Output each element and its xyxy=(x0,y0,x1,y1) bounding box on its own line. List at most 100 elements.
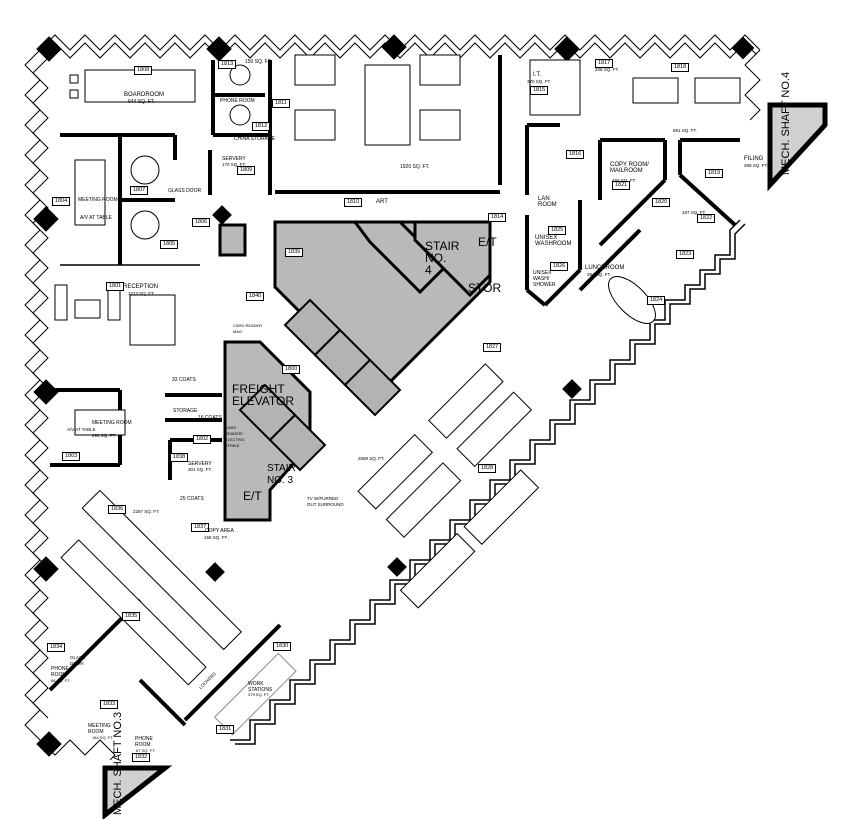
copy-area-label: COPY AREA xyxy=(205,528,234,534)
servery-1809-area: 170 SQ. FT. xyxy=(222,162,247,167)
room-tag-1828: 1828 xyxy=(478,464,497,473)
phone-1834-name: PHONE ROOM xyxy=(51,666,69,678)
lan-room-label: LAN ROOM xyxy=(538,196,557,208)
storage-label: STORAGE xyxy=(173,408,198,414)
meeting-1833-name: MEETING ROOM xyxy=(88,723,111,735)
room-tag-1838: 1838 xyxy=(170,453,189,462)
room-tag-1816: 1816 xyxy=(566,150,585,159)
room-tag-1815: 1815 xyxy=(530,86,549,95)
phone-1832-area: 67 SQ. FT. xyxy=(136,748,156,753)
room-tag-1827: 1827 xyxy=(483,343,502,352)
room-tag-1802: 1802 xyxy=(193,435,212,444)
boardroom-area: 644 SQ. FT. xyxy=(128,99,155,105)
reception-label: RECEPTION xyxy=(123,284,159,290)
building-core xyxy=(218,220,492,522)
copy-mailroom-label: COPY ROOM/ MAILROOM xyxy=(610,162,649,174)
structural-columns xyxy=(33,34,755,757)
open-1828-area: 2698 SQ. FT. xyxy=(358,456,385,461)
phone-1834-door: GLASS DOOR xyxy=(70,655,86,666)
meeting-1804-note: A/V AT TABLE xyxy=(80,215,112,221)
unisex-shower-label: UNISEX WASH/ SHOWER xyxy=(533,270,556,288)
open-1811-area: 1920 SQ. FT. xyxy=(400,164,430,170)
room-tag-1830: 1830 xyxy=(273,642,292,651)
room-tag-1812: 1812 xyxy=(252,122,271,131)
workstations-area: 379 SQ. FT. xyxy=(248,692,270,697)
room-tag-1835: 1835 xyxy=(122,612,141,621)
freight-elevator-label: FREIGHT ELEVATOR xyxy=(232,382,295,408)
room-tag-1832: 1832 xyxy=(132,753,151,762)
card-reader-strike: CARD READER/ ELECTRIC STRIKE xyxy=(225,425,245,448)
servery-1838-name: SERVERY xyxy=(188,461,212,467)
interior-walls xyxy=(48,55,740,727)
room-tag-1801: 1801 xyxy=(106,282,125,291)
room-tag-1811: 1811 xyxy=(272,99,290,108)
open-1836-area: 2287 SQ. FT. xyxy=(133,509,160,514)
boardroom-name: BOARDROOM xyxy=(124,92,165,98)
room-tag-1809: 1809 xyxy=(237,166,256,175)
tv-furred-note: TV W/FURRED OUT SURROUND xyxy=(307,496,344,507)
mech-shaft-4-label: MECH. SHAFT NO.4 xyxy=(780,71,792,175)
room-tag-1826: 1826 xyxy=(550,262,569,271)
room-tag-1800: 1800 xyxy=(282,365,301,374)
it-label: I.T. xyxy=(533,72,542,78)
stair-4-label: STAIR NO. 4 xyxy=(425,239,460,277)
perimeter-wall xyxy=(24,34,761,761)
room-tag-1836: 1836 xyxy=(108,505,127,514)
room-tag-1805: 1805 xyxy=(160,240,179,249)
meeting-1803-area: 293 SQ. FT. xyxy=(92,433,117,438)
china-storage-label: CHINA STORAGE xyxy=(234,136,276,142)
meeting-1804-name: MEETING ROOM xyxy=(78,197,118,203)
room-tag-1810: 1810 xyxy=(344,198,363,207)
servery-1838-area: 301 SQ. FT. xyxy=(188,467,213,472)
phone-1832-name: PHONE ROOM xyxy=(135,736,153,748)
room-tag-1834: 1834 xyxy=(47,643,66,652)
et-top-label: E/T xyxy=(478,235,497,249)
room-tag-1821: 1821 xyxy=(612,181,631,190)
stair-3-label: STAIR NO. 3 xyxy=(267,463,296,486)
coats-33-label: 33 COATS xyxy=(172,377,196,383)
et-bottom-label: E/T xyxy=(243,489,262,503)
glass-door-label: GLASS DOOR xyxy=(168,188,202,194)
room-tag-1824: 1824 xyxy=(647,296,666,305)
room-tag-1813: 1813 xyxy=(218,60,237,69)
room-tag-1807: 1807 xyxy=(130,186,149,195)
room-1822-area: 187 SQ. FT. xyxy=(682,210,707,215)
room-tag-1818: 1818 xyxy=(671,63,690,72)
coats-25-label: 25 COATS xyxy=(180,496,204,502)
filing-label: FILING xyxy=(744,156,764,162)
room-tag-1814: 1814 xyxy=(488,213,507,222)
room-tag-1819: 1819 xyxy=(705,169,724,178)
room-1813-area: 150 SQ. FT. xyxy=(245,59,272,65)
coats-16-label: 16 COATS xyxy=(198,415,222,421)
lunchroom-label: LUNCHROOM xyxy=(585,265,625,271)
room-tag-1831: 1831 xyxy=(216,725,235,734)
unisex-washroom-label: UNISEX WASHROOM xyxy=(535,235,572,247)
workstations-label: WORK STATIONS xyxy=(248,681,273,693)
room-tag-1806: 1806 xyxy=(192,218,211,227)
room-tag-1833: 1833 xyxy=(100,700,119,709)
room-tag-1808: 1808 xyxy=(134,66,153,75)
stor-label: STOR xyxy=(468,281,502,295)
room-tag-1817: 1817 xyxy=(595,59,614,68)
phone-1834-area: 68 SQ. FT. xyxy=(51,678,71,683)
room-tag-1825: 1825 xyxy=(548,226,567,235)
mech-shaft-3-label: MECH. SHAFT NO.3 xyxy=(112,711,124,815)
room-1817-area: 208 SQ. FT. xyxy=(595,67,620,72)
phone-1812-name: PHONE ROOM xyxy=(220,98,255,104)
card-reader-note: CARD READER MAG xyxy=(233,323,263,334)
room-tag-1823: 1823 xyxy=(676,250,695,259)
room-tag-1804: 1804 xyxy=(52,197,71,206)
it-area: 370 SQ. FT. xyxy=(527,79,552,84)
mech-shafts xyxy=(102,102,828,819)
room-tag-1839: 1839 xyxy=(285,248,304,257)
meeting-1833-area: 184 SQ. FT. xyxy=(92,735,114,740)
filing-area: 289 SQ. FT. xyxy=(744,163,769,168)
copy-area-area: 158 SQ. FT. xyxy=(204,535,229,540)
open-1818-area: 881 SQ. FT. xyxy=(673,128,698,133)
room-tag-1837: 1837 xyxy=(191,523,210,532)
meeting-1803-name: MEETING ROOM xyxy=(92,420,132,426)
art-label: ART xyxy=(376,199,388,205)
copy-mailroom-area: 466 SQ. FT. xyxy=(612,178,637,183)
room-tag-1840: 1840 xyxy=(246,292,265,301)
